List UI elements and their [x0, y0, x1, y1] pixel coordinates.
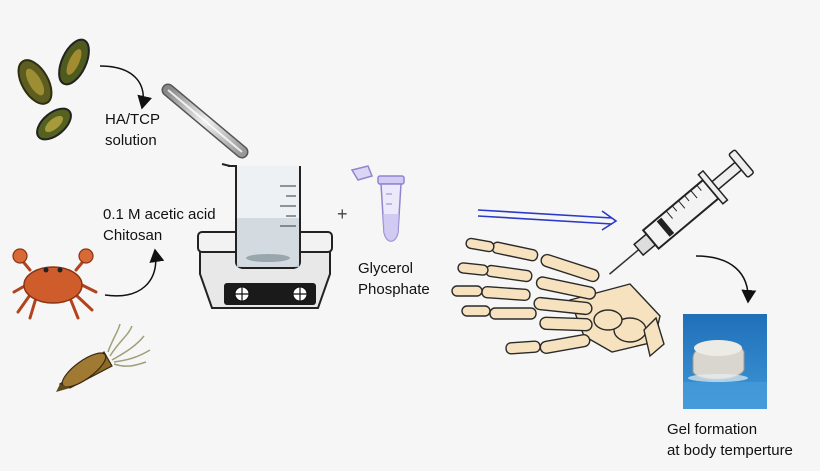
gel-formation-label-line2: at body temperture: [667, 442, 793, 459]
arrow-to-acetic: [104, 248, 165, 297]
acetic-acid-label-line2: Chitosan: [103, 227, 163, 244]
ha-tcp-label-line1: HA/TCP: [105, 111, 161, 128]
glycerol-label-line2: Phosphate: [358, 281, 430, 298]
beaker-on-hotplate-icon: [197, 163, 333, 309]
squid-icon: [56, 323, 151, 392]
ha-tcp-label-line2: solution: [105, 132, 157, 149]
mussel-shells-icon: [17, 38, 90, 141]
plus-sign: +: [337, 204, 348, 224]
gel-photo-icon: [683, 314, 767, 409]
hand-skeleton-icon: [451, 237, 665, 358]
gel-formation-label-line1: Gel formation: [667, 421, 758, 438]
arrow-to-ha-tcp: [99, 65, 152, 110]
stirring-rod-icon: [161, 83, 249, 159]
glycerol-label-line1: Glycerol: [358, 260, 414, 277]
double-arrow-icon: [477, 209, 618, 231]
syringe-icon: [609, 149, 754, 275]
arrow-to-gel: [695, 255, 757, 304]
crab-icon: [12, 248, 98, 320]
microtube-icon: [350, 165, 405, 242]
acetic-acid-label-line1: 0.1 M acetic acid: [103, 206, 216, 223]
